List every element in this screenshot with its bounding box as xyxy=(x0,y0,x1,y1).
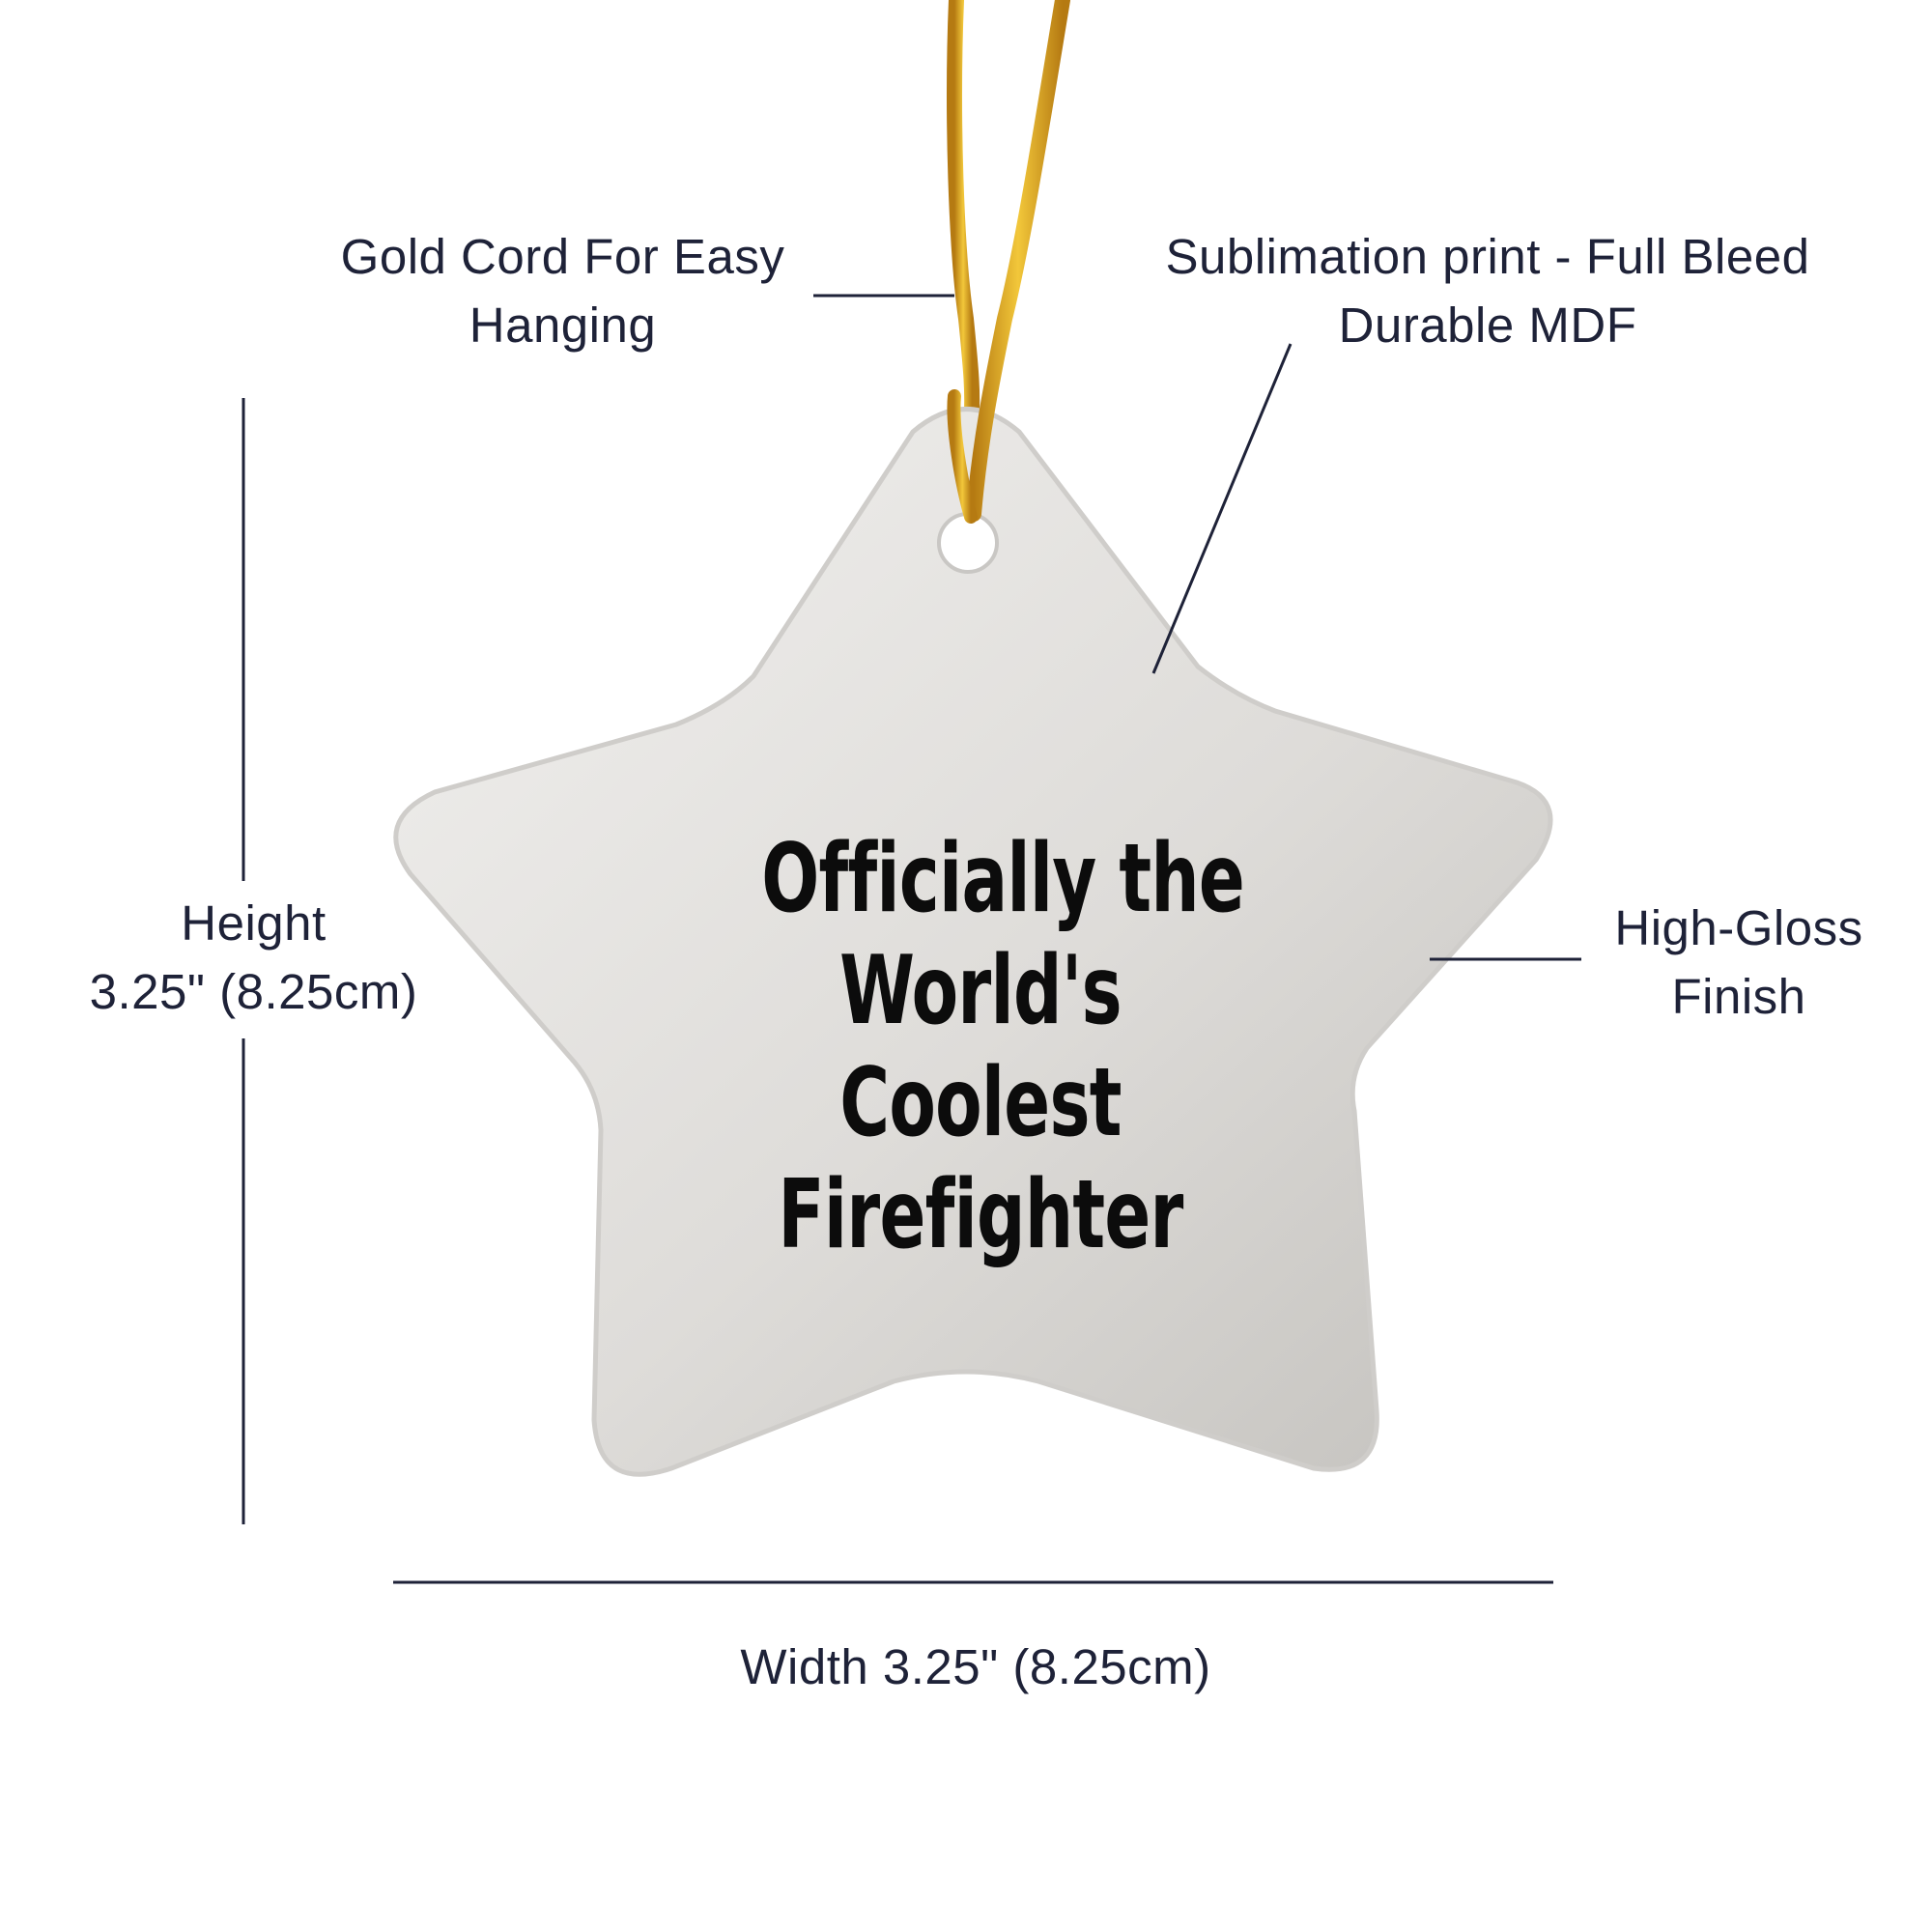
width-label: Width 3.25" (8.25cm) xyxy=(676,1633,1275,1701)
ornament-text-line: Coolest xyxy=(839,1048,1122,1158)
gold-cord-label: Gold Cord For Easy Hanging xyxy=(314,222,811,359)
high-gloss-label: High-Gloss Finish xyxy=(1584,894,1893,1031)
high-gloss-label-line1: High-Gloss xyxy=(1614,900,1863,955)
ornament-text-line: Officially the xyxy=(761,824,1245,934)
gold-cord-back-strand xyxy=(947,0,980,433)
sublimation-label-line2: Durable MDF xyxy=(1338,298,1637,353)
gold-cord-label-line1: Gold Cord For Easy xyxy=(340,229,785,284)
sublimation-callout-line xyxy=(1151,343,1293,674)
gold-cord-label-line2: Hanging xyxy=(469,298,657,353)
ornament-printed-text: Officially the World's Coolest Firefight… xyxy=(761,823,1245,1271)
width-label-text: Width 3.25" (8.25cm) xyxy=(740,1639,1211,1694)
gold-cord-loop xyxy=(947,389,978,524)
ornament-text-line: Firefighter xyxy=(778,1160,1183,1270)
sublimation-label-line1: Sublimation print - Full Bleed xyxy=(1165,229,1810,284)
sublimation-label: Sublimation print - Full Bleed Durable M… xyxy=(1121,222,1855,359)
height-label: Height 3.25" (8.25cm) xyxy=(53,889,454,1026)
ornament-text-line: World's xyxy=(839,936,1122,1046)
high-gloss-label-line2: Finish xyxy=(1671,969,1806,1024)
height-label-line1: Height xyxy=(181,895,327,951)
gold-cord-front-strand xyxy=(966,0,1070,522)
star-ornament-shape xyxy=(393,407,1553,1477)
height-label-line2: 3.25" (8.25cm) xyxy=(89,964,418,1019)
